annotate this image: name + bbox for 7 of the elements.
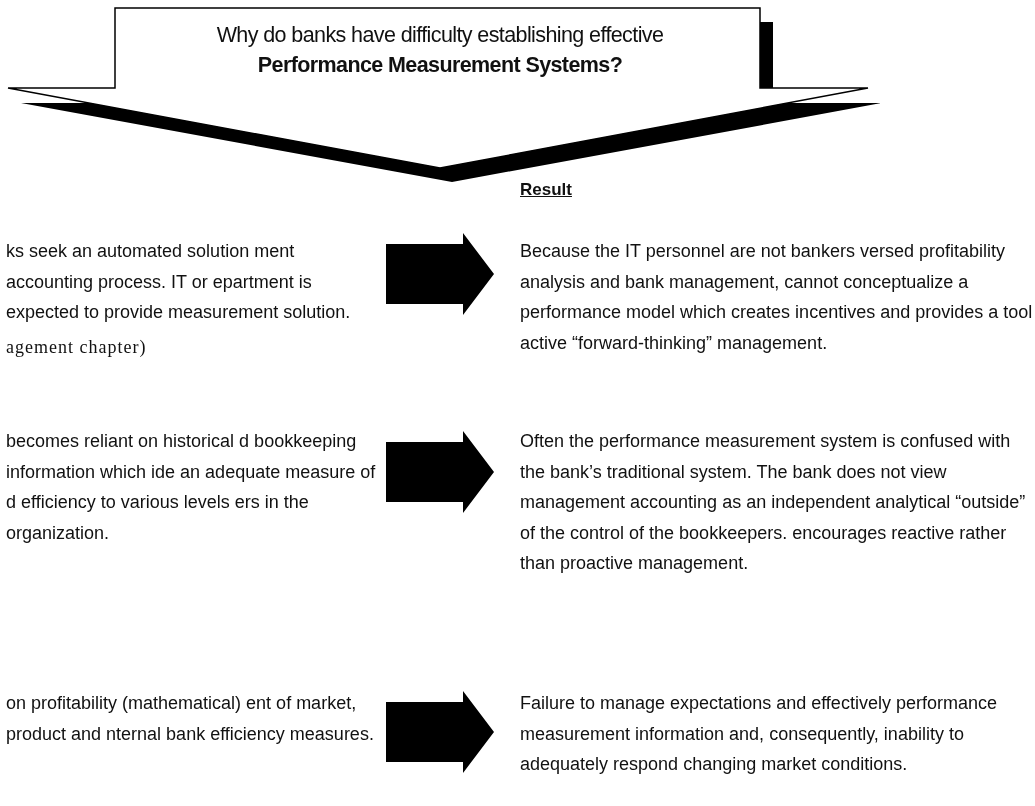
- block-arrow: [386, 431, 494, 513]
- column-heading: Result: [520, 180, 572, 200]
- block-arrow: [386, 691, 494, 773]
- reference-note: agement chapter): [6, 335, 148, 359]
- question-text: Why do banks have difficulty establishing effective Performance Measurement Systems?: [215, 22, 665, 79]
- paragraph: ks seek an automated solution ment accounting process. IT or epartment is expected to provide measurement solution.: [6, 240, 352, 324]
- block-arrow: [386, 233, 494, 315]
